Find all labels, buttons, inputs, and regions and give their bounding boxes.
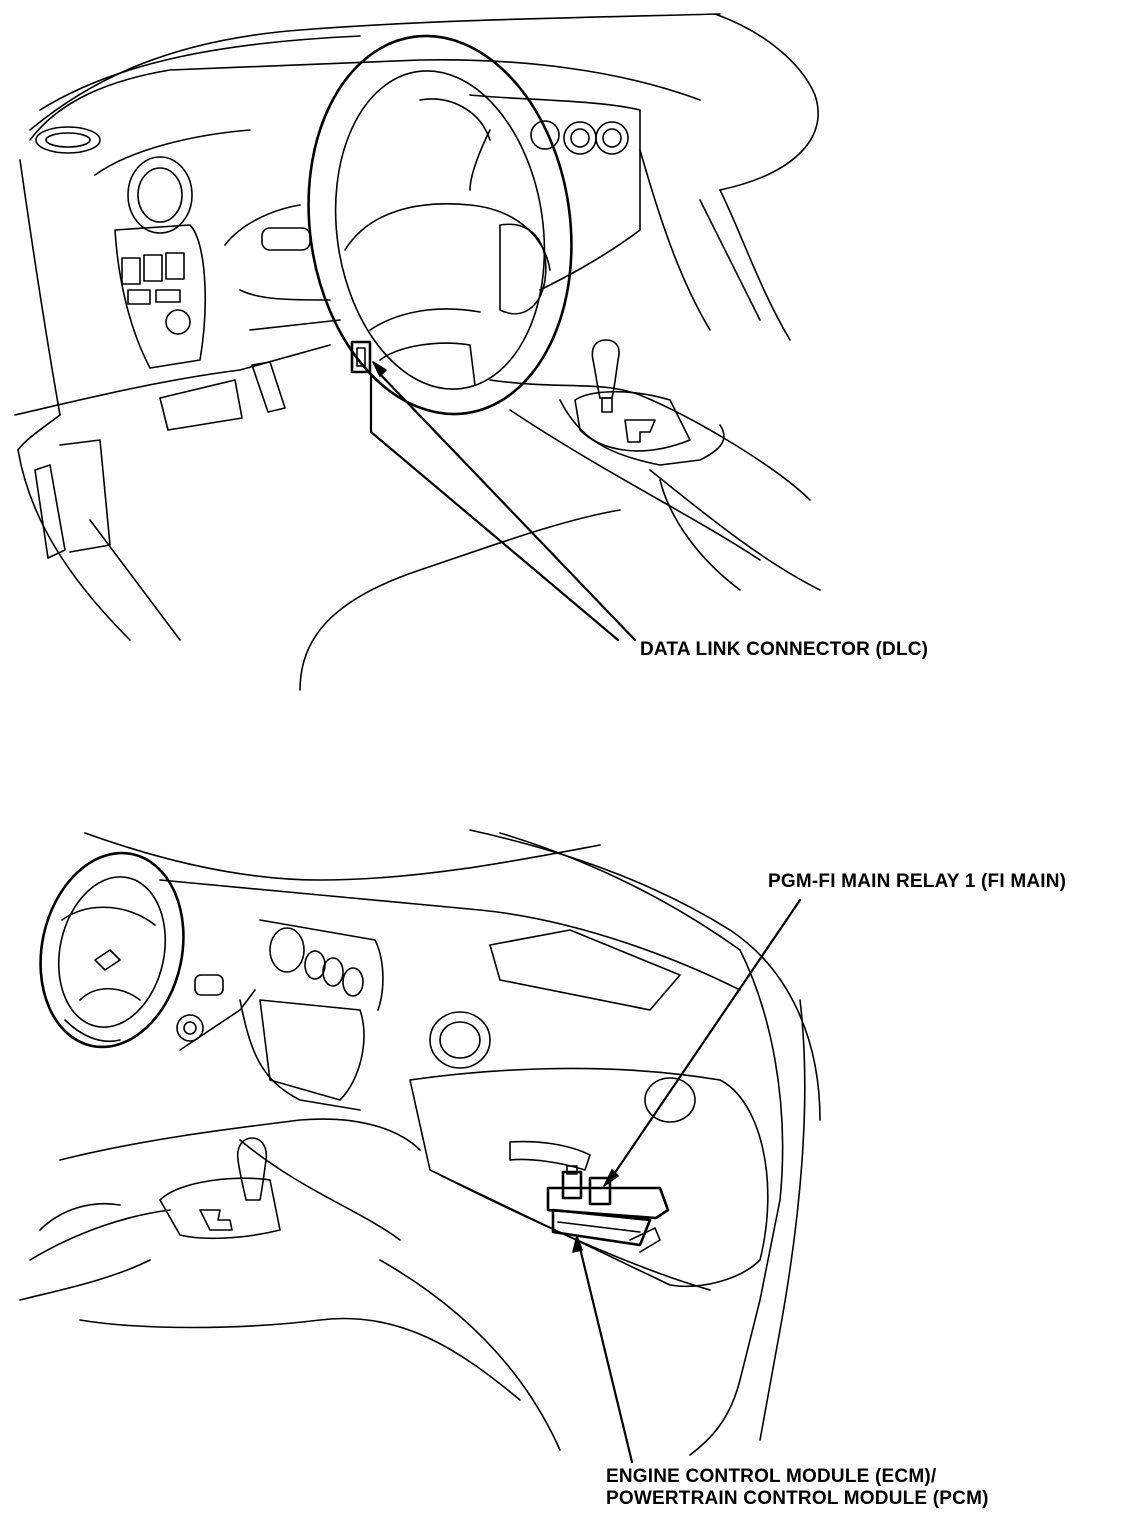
passenger-dashboard-illustration xyxy=(19,829,821,1464)
driver-dashboard-illustration xyxy=(14,13,821,691)
ecm-label-line1: ENGINE CONTROL MODULE (ECM)/ xyxy=(606,1466,937,1487)
ecm-pcm-label: ENGINE CONTROL MODULE (ECM)/ POWERTRAIN … xyxy=(606,1466,989,1510)
data-link-connector-label: DATA LINK CONNECTOR (DLC) xyxy=(640,639,929,660)
pgm-fi-main-relay-label: PGM-FI MAIN RELAY 1 (FI MAIN) xyxy=(768,871,1067,892)
ecm-label-line2: POWERTRAIN CONTROL MODULE (PCM) xyxy=(606,1488,989,1509)
